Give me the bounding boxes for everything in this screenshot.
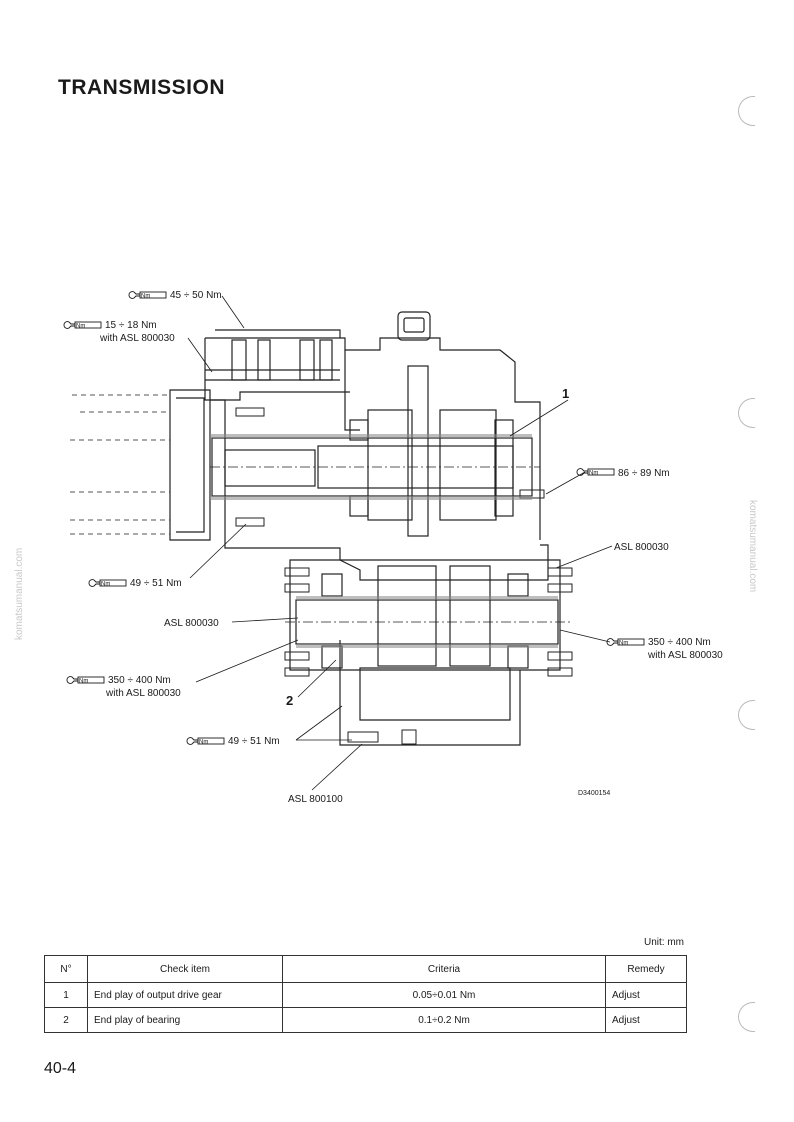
torque-label: 15 ÷ 18 Nm xyxy=(105,320,157,331)
cell-check-item: End play of output drive gear xyxy=(87,982,283,1008)
diagram-labels: 45 ÷ 50 Nm 15 ÷ 18 Nm with ASL 800030 86… xyxy=(99,290,723,805)
torque-label: 86 ÷ 89 Nm xyxy=(618,468,670,479)
cell-remedy: Adjust xyxy=(605,982,687,1008)
cell-criteria: 0.1÷0.2 Nm xyxy=(282,1007,606,1033)
sealant-label: ASL 800030 xyxy=(164,618,219,629)
column-header-no: N° xyxy=(44,955,88,983)
cell-no: 2 xyxy=(44,1007,88,1033)
torque-wrench-symbols: Nm Nm Nm Nm Nm Nm Nm xyxy=(63,291,645,746)
cell-check-item: End play of bearing xyxy=(87,1007,283,1033)
drawing-code: D3400154 xyxy=(578,790,610,797)
leader-lines xyxy=(187,295,613,791)
wrench-icon: Nm xyxy=(576,468,615,477)
table-row: 2 End play of bearing 0.1÷0.2 Nm Adjust xyxy=(44,1007,687,1033)
svg-text:Nm: Nm xyxy=(619,641,628,647)
callout-number: 1 xyxy=(562,386,569,401)
wrench-icon: Nm xyxy=(66,676,105,685)
torque-label: 350 ÷ 400 Nm xyxy=(648,637,711,648)
wrench-icon: Nm xyxy=(128,291,167,300)
wrench-icon: Nm xyxy=(606,638,645,647)
torque-label: 49 ÷ 51 Nm xyxy=(130,578,182,589)
check-table: N° Check item Criteria Remedy 1 End play… xyxy=(44,955,687,1033)
torque-label: 350 ÷ 400 Nm xyxy=(108,675,171,686)
svg-text:Nm: Nm xyxy=(79,679,88,685)
svg-text:Nm: Nm xyxy=(589,471,598,477)
table-row: 1 End play of output drive gear 0.05÷0.0… xyxy=(44,982,687,1008)
wrench-icon: Nm xyxy=(88,579,127,588)
cell-no: 1 xyxy=(44,982,88,1008)
column-header-check-item: Check item xyxy=(87,955,283,983)
column-header-criteria: Criteria xyxy=(282,955,606,983)
page-number: 40-4 xyxy=(44,1060,77,1077)
table-header-row: N° Check item Criteria Remedy xyxy=(44,955,687,983)
wrench-icon: Nm xyxy=(63,321,102,330)
torque-label: 49 ÷ 51 Nm xyxy=(228,736,280,747)
svg-text:Nm: Nm xyxy=(101,582,110,588)
svg-text:Nm: Nm xyxy=(199,740,208,746)
page-title: TRANSMISSION xyxy=(58,76,226,99)
column-header-remedy: Remedy xyxy=(605,955,687,983)
cell-remedy: Adjust xyxy=(605,1007,687,1033)
torque-label: 45 ÷ 50 Nm xyxy=(170,290,222,301)
unit-note: Unit: mm xyxy=(644,937,684,948)
torque-note: with ASL 800030 xyxy=(105,688,181,699)
sealant-label: ASL 800100 xyxy=(288,794,343,805)
svg-text:Nm: Nm xyxy=(141,294,150,300)
callout-number: 2 xyxy=(286,693,293,708)
torque-note: with ASL 800030 xyxy=(647,650,723,661)
sealant-label: ASL 800030 xyxy=(614,542,669,553)
cell-criteria: 0.05÷0.01 Nm xyxy=(282,982,606,1008)
torque-note: with ASL 800030 xyxy=(99,333,175,344)
wrench-icon: Nm xyxy=(186,737,225,746)
svg-text:Nm: Nm xyxy=(76,324,85,330)
drawing-linework xyxy=(70,311,573,746)
